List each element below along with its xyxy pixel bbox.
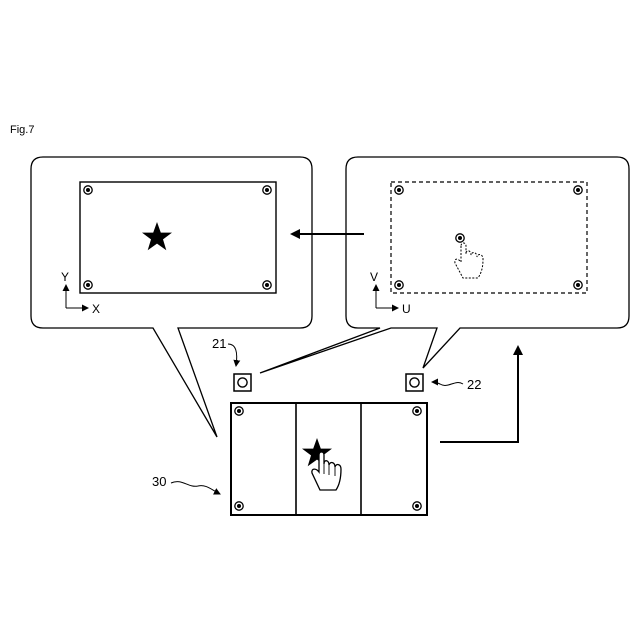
leader-line-30 — [171, 482, 220, 494]
reference-label-22: 22 — [467, 377, 481, 392]
reference-label-30: 30 — [152, 474, 166, 489]
left-bubble: Y X — [31, 157, 312, 437]
axis-label-v: V — [370, 270, 378, 284]
touch-point-marker-icon — [456, 234, 464, 242]
target-marker-icon — [84, 186, 92, 194]
display-device — [231, 403, 427, 515]
target-marker-icon — [263, 186, 271, 194]
leader-line-21 — [228, 344, 237, 366]
camera-icon-left — [234, 374, 251, 391]
device-frame — [231, 403, 427, 515]
axis-label-y: Y — [61, 270, 69, 284]
target-marker-icon — [395, 281, 403, 289]
target-marker-icon — [84, 281, 92, 289]
target-marker-icon — [395, 186, 403, 194]
target-marker-icon — [235, 407, 243, 415]
feedback-arrow — [440, 347, 518, 442]
right-bubble: V U — [260, 157, 629, 373]
target-marker-icon — [263, 281, 271, 289]
axis-label-u: U — [402, 302, 411, 316]
target-marker-icon — [413, 407, 421, 415]
figure-label: Fig.7 — [10, 124, 34, 136]
camera-icon-right — [406, 374, 423, 391]
reference-label-21: 21 — [212, 336, 226, 351]
target-marker-icon — [413, 502, 421, 510]
target-marker-icon — [235, 502, 243, 510]
target-marker-icon — [574, 281, 582, 289]
target-marker-icon — [574, 186, 582, 194]
left-screen-frame — [80, 182, 276, 293]
axis-label-x: X — [92, 302, 100, 316]
leader-line-22 — [432, 382, 463, 385]
